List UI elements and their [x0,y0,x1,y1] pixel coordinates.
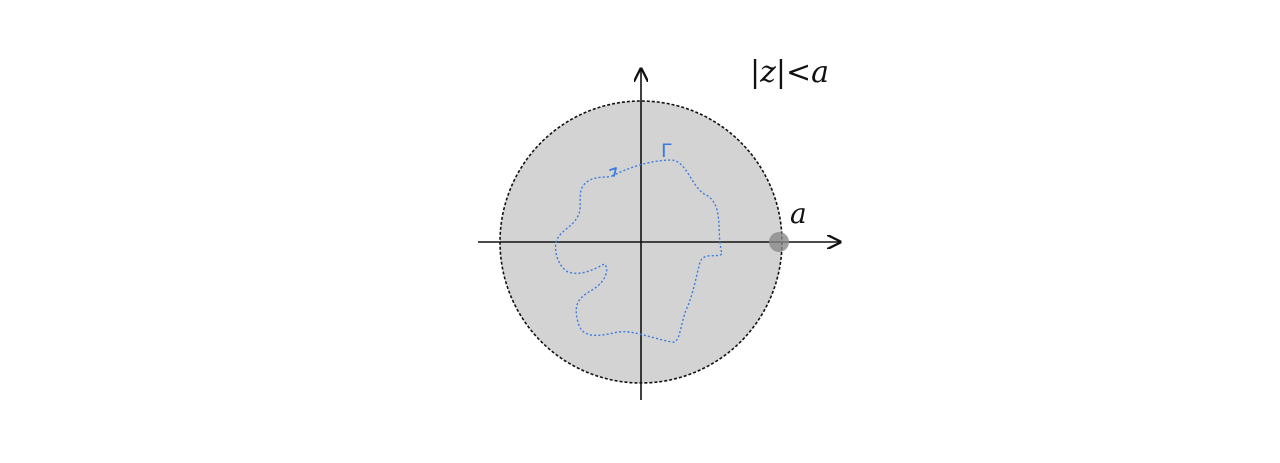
contour-label: Γ [661,140,672,162]
radius-point [769,232,789,252]
radius-label: a [790,197,807,230]
contour-direction-arrow-icon [609,167,617,177]
contour-gamma [554,159,723,343]
region-label: |z|<a [750,55,829,90]
